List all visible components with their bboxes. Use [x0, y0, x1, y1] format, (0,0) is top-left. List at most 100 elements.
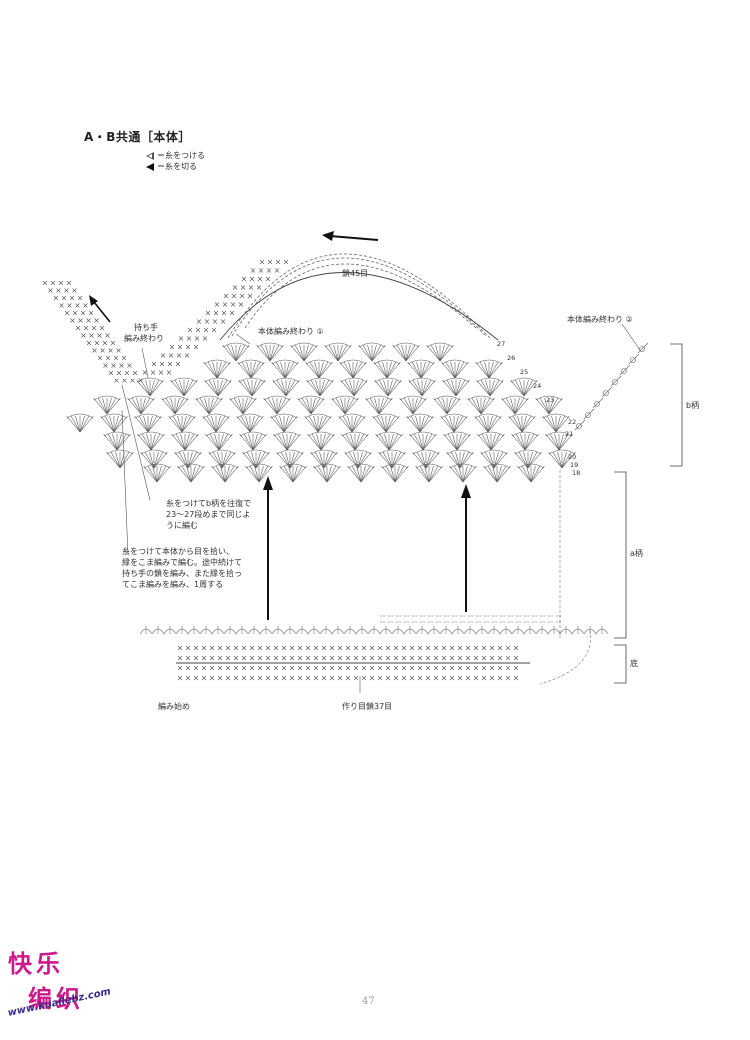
fan-stitch	[137, 433, 152, 451]
fan-arc	[263, 395, 291, 401]
edge-stitch	[610, 375, 622, 387]
fan-stitch	[102, 397, 108, 415]
fan-stitch	[306, 397, 312, 415]
fan-arc	[310, 449, 338, 455]
fan-stitch	[187, 451, 202, 469]
fan-arc	[373, 359, 401, 365]
fan-stitch	[439, 344, 454, 362]
fan-stitch	[288, 465, 294, 483]
fan-arc	[412, 449, 440, 455]
fan-stitch	[206, 415, 217, 433]
fan-stitch	[116, 433, 127, 451]
sc-stitch	[449, 655, 455, 661]
fan-stitch	[481, 433, 492, 451]
fan-stitch	[319, 379, 325, 397]
fan-stitch	[446, 451, 461, 469]
fan-stitch	[170, 397, 176, 415]
fan-stitch	[479, 361, 490, 379]
edge-chain	[612, 379, 618, 385]
fan-stitch	[456, 433, 467, 451]
fan-arc	[443, 431, 471, 437]
fan-stitch	[174, 397, 180, 415]
fan-stitch	[455, 379, 466, 397]
sc-stitch	[241, 675, 247, 681]
fan-stitch	[236, 415, 251, 433]
fan-stitch	[317, 465, 328, 483]
fan-stitch	[391, 451, 406, 469]
fan-stitch	[314, 451, 325, 469]
sc-stitch	[337, 675, 343, 681]
fan-stitch	[220, 465, 226, 483]
fan-stitch	[190, 465, 201, 483]
page-number: 47	[362, 996, 375, 1007]
fan-arc	[415, 463, 443, 469]
row-19: 19	[570, 461, 579, 469]
fan-stitch	[379, 433, 390, 451]
sc-stitch	[361, 665, 367, 671]
fan-stitch	[477, 433, 492, 451]
fan-arc	[171, 431, 199, 437]
fan-stitch	[161, 397, 176, 415]
fan-stitch	[558, 433, 573, 451]
fan-stitch	[440, 415, 455, 433]
note-body-line4: てこま編みを編み、1周する	[122, 580, 224, 589]
fan-stitch	[387, 379, 398, 397]
fan-stitch	[382, 451, 393, 469]
fan-stitch	[147, 465, 158, 483]
sc-stitch	[497, 645, 503, 651]
fan-stitch	[190, 465, 205, 483]
fan-stitch	[548, 451, 563, 469]
fan-arc	[433, 395, 461, 401]
fan-stitch	[116, 433, 122, 451]
fan-stitch	[284, 361, 295, 379]
fan-stitch	[168, 415, 183, 433]
sc-stitch	[473, 665, 479, 671]
fan-stitch	[106, 397, 117, 415]
fan-stitch	[367, 344, 373, 362]
fan-stitch	[252, 433, 267, 451]
fan-stitch	[439, 344, 450, 362]
fan-stitch	[388, 433, 399, 451]
fan-stitch	[171, 433, 186, 451]
fan-stitch	[237, 361, 252, 379]
fan-stitch	[418, 433, 424, 451]
fan-arc	[211, 463, 239, 469]
fan-arc	[100, 413, 128, 419]
fan-stitch	[462, 465, 473, 483]
fan-stitch	[271, 361, 286, 379]
fan-stitch	[344, 397, 359, 415]
fan-stitch	[313, 465, 328, 483]
fan-stitch	[437, 397, 448, 415]
fan-stitch	[489, 379, 495, 397]
sc-stitch	[481, 655, 487, 661]
fan-stitch	[551, 415, 557, 433]
fan-stitch	[378, 397, 384, 415]
fan-arc	[441, 359, 469, 365]
fan-stitch	[524, 433, 535, 451]
sc-stitch	[489, 645, 495, 651]
fan-stitch	[445, 361, 456, 379]
sc-stitch	[185, 665, 191, 671]
fan-arc	[177, 463, 205, 469]
sc-stitch	[465, 655, 471, 661]
fan-stitch	[519, 379, 525, 397]
row-22: 22	[568, 418, 577, 426]
fan-arc	[103, 431, 131, 437]
fan-stitch	[514, 379, 525, 397]
fan-stitch	[450, 361, 456, 379]
fan-stitch	[385, 415, 400, 433]
fan-stitch	[103, 433, 118, 451]
sc-stitch	[417, 645, 423, 651]
fan-arc	[106, 449, 134, 455]
fan-stitch	[360, 465, 366, 483]
fan-stitch	[251, 379, 262, 397]
sc-stitch	[265, 645, 271, 651]
fan-stitch	[303, 344, 318, 362]
fan-stitch	[79, 415, 94, 433]
fan-stitch	[349, 379, 355, 397]
edge-chain	[630, 357, 636, 363]
b-pattern-bracket	[670, 343, 683, 467]
fan-stitch	[352, 361, 358, 379]
fan-stitch	[136, 379, 151, 397]
fan-stitch	[113, 415, 124, 433]
